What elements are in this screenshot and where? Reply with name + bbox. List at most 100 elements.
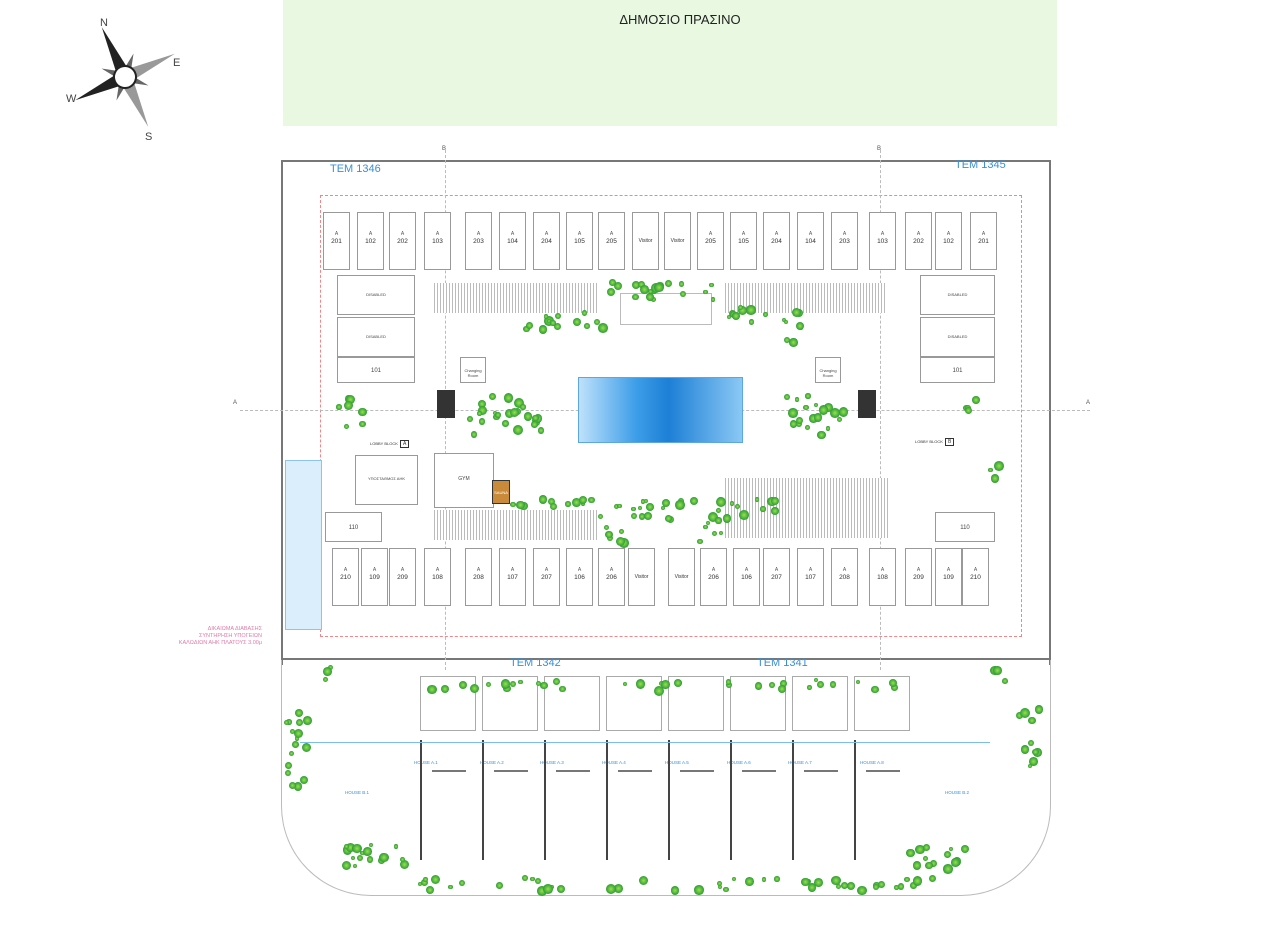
- block-marker: A: [476, 566, 481, 573]
- unit-label: 103: [432, 237, 443, 245]
- block-marker: A: [741, 230, 746, 237]
- house-label: HOUSE A.1: [414, 760, 438, 765]
- tree-icon: [295, 718, 303, 726]
- unit-label: 207: [771, 573, 782, 581]
- tree-icon: [618, 529, 624, 535]
- house-inner-wall: [680, 770, 714, 772]
- tree-icon: [352, 843, 362, 853]
- tree-icon: [738, 305, 743, 310]
- room-disabled-left-1: DISABLED: [337, 275, 415, 315]
- unit-label: 210: [970, 573, 981, 581]
- tree-icon: [694, 885, 704, 895]
- stair-core-left: [437, 390, 455, 418]
- tree-icon: [531, 420, 538, 428]
- house-party-wall: [420, 740, 422, 860]
- tree-icon: [654, 282, 664, 293]
- section-marker-b-left: B: [442, 146, 447, 152]
- top-unit: Visitor: [632, 212, 659, 270]
- tree-icon: [805, 393, 811, 399]
- tree-icon: [351, 855, 356, 860]
- tree-icon: [807, 883, 817, 892]
- pool-deck-structure: [620, 293, 712, 325]
- tree-icon: [537, 885, 548, 896]
- tree-icon: [516, 500, 525, 510]
- tree-icon: [723, 886, 729, 893]
- tree-icon: [783, 394, 790, 401]
- room-disabled-right-1: DISABLED: [920, 275, 995, 315]
- house-plot-line: [300, 742, 990, 744]
- tree-icon: [813, 678, 818, 683]
- tree-icon: [830, 408, 840, 419]
- tree-icon: [877, 880, 885, 888]
- house-label: HOUSE A.2: [480, 760, 504, 765]
- tree-icon: [760, 506, 766, 512]
- tree-icon: [888, 678, 897, 687]
- unit-101-left: 101: [337, 357, 415, 383]
- top-unit: Visitor: [664, 212, 691, 270]
- tree-icon: [748, 319, 755, 325]
- unit-label: 202: [397, 237, 408, 245]
- house-inner-wall: [432, 770, 466, 772]
- tree-icon: [809, 414, 818, 423]
- boundary-right: [1049, 160, 1051, 665]
- tree-icon: [509, 407, 520, 418]
- tree-icon: [539, 325, 548, 334]
- house-label: HOUSE A.7: [788, 760, 812, 765]
- tree-icon: [630, 512, 638, 520]
- block-marker: A: [609, 566, 614, 573]
- tree-icon: [910, 881, 917, 889]
- tree-icon: [605, 530, 613, 539]
- tree-icon: [912, 876, 923, 886]
- tree-icon: [746, 305, 756, 315]
- plot-label-tem-1345: TEM 1345: [955, 159, 1006, 171]
- tree-icon: [661, 498, 670, 507]
- tree-icon: [731, 312, 740, 320]
- block-marker: A: [808, 230, 813, 237]
- tree-icon: [824, 403, 834, 412]
- tree-icon: [535, 680, 542, 687]
- tree-icon: [302, 715, 312, 725]
- tree-icon: [678, 281, 685, 287]
- unit-label: 105: [738, 237, 749, 245]
- tree-icon: [783, 337, 790, 344]
- block-marker: A: [510, 230, 515, 237]
- unit-label: 205: [705, 237, 716, 245]
- tree-icon: [478, 405, 488, 415]
- tree-icon: [890, 683, 898, 691]
- bottom-unit: Visitor: [628, 548, 655, 606]
- tree-icon: [745, 877, 754, 886]
- block-marker: A: [609, 230, 614, 237]
- tree-icon: [477, 411, 482, 416]
- tree-icon: [904, 876, 910, 883]
- tree-icon: [703, 289, 708, 295]
- unit-label: 108: [432, 573, 443, 581]
- tree-icon: [1028, 739, 1035, 746]
- block-marker: A: [435, 566, 440, 573]
- tree-icon: [779, 680, 787, 688]
- tree-icon: [763, 312, 768, 318]
- public-green-area: [283, 0, 1057, 126]
- tree-icon: [421, 879, 429, 887]
- tree-icon: [608, 278, 616, 286]
- unit-label: 208: [839, 573, 850, 581]
- block-marker: A: [808, 566, 813, 573]
- tree-icon: [470, 430, 478, 438]
- block-marker: A: [368, 230, 373, 237]
- tree-icon: [871, 685, 879, 693]
- tree-icon: [783, 319, 788, 325]
- tree-icon: [643, 498, 649, 504]
- tree-icon: [488, 392, 496, 401]
- section-marker-b-right: B: [877, 146, 882, 152]
- tree-icon: [717, 884, 723, 889]
- tree-icon: [789, 338, 798, 347]
